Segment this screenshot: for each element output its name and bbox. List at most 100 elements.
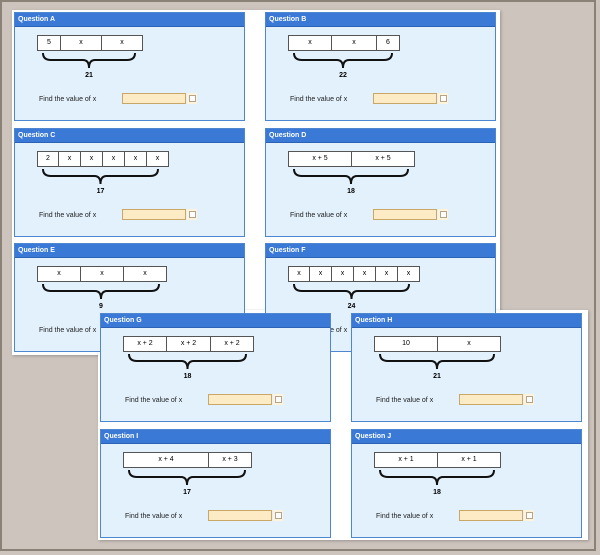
check-checkbox-icon[interactable] — [273, 510, 283, 521]
bar-cell: x — [102, 151, 125, 167]
curly-brace — [42, 52, 136, 69]
bar-cell: x — [123, 266, 167, 282]
total-label: 18 — [347, 188, 355, 195]
bar-cell: x — [375, 266, 398, 282]
bar-cell: x + 4 — [123, 452, 209, 468]
prompt-text: Find the value of x — [290, 212, 348, 219]
curly-brace — [293, 52, 393, 69]
total-label: 18 — [183, 373, 192, 380]
bar-cell: x — [58, 151, 81, 167]
bar-cell: x — [288, 35, 332, 51]
bar-cell: x — [146, 151, 169, 167]
total-label: 17 — [96, 188, 105, 195]
curly-brace — [42, 283, 160, 300]
bar-cell: x + 2 — [123, 336, 167, 352]
total-label: 24 — [347, 303, 356, 310]
total-label: 17 — [183, 489, 191, 496]
question-title: Question D — [266, 129, 495, 143]
bar-cell: 2 — [37, 151, 59, 167]
curly-brace — [42, 168, 159, 185]
prompt-text: Find the value of x — [125, 397, 183, 404]
bar-cell: x + 2 — [166, 336, 211, 352]
bar-cell: x — [80, 151, 103, 167]
check-checkbox-icon[interactable] — [187, 93, 197, 104]
bar-cell: x + 1 — [374, 452, 438, 468]
answer-input[interactable] — [459, 510, 523, 521]
bar-cell: x — [60, 35, 102, 51]
answer-input[interactable] — [122, 209, 186, 220]
question-title: Question H — [352, 314, 581, 328]
question-title: Question J — [352, 430, 581, 444]
check-checkbox-icon[interactable] — [524, 510, 534, 521]
curly-brace — [379, 469, 495, 486]
question-title: Question A — [15, 13, 244, 27]
bar-cell: x — [353, 266, 376, 282]
check-checkbox-icon[interactable] — [187, 209, 197, 220]
bar-cell: x — [437, 336, 501, 352]
question-title: Question B — [266, 13, 495, 27]
bar-cell: x — [80, 266, 124, 282]
answer-input[interactable] — [459, 394, 523, 405]
check-checkbox-icon[interactable] — [273, 394, 283, 405]
question-title: Question F — [266, 244, 495, 258]
total-label: 9 — [99, 303, 103, 310]
answer-input[interactable] — [208, 510, 272, 521]
curly-brace — [379, 353, 495, 370]
total-label: 18 — [433, 489, 441, 496]
total-label: 21 — [433, 373, 441, 380]
curly-brace — [293, 168, 409, 185]
answer-input[interactable] — [373, 93, 437, 104]
check-checkbox-icon[interactable] — [438, 93, 448, 104]
bar-cell: x + 1 — [437, 452, 501, 468]
bar-cell: x — [37, 266, 81, 282]
curly-brace — [128, 469, 246, 486]
bar-cell: x — [101, 35, 143, 51]
bar-cell: x — [124, 151, 147, 167]
bar-cell: 5 — [37, 35, 61, 51]
bar-cell: x — [331, 35, 377, 51]
bar-cell: x + 5 — [351, 151, 415, 167]
question-title: Question I — [101, 430, 330, 444]
check-checkbox-icon[interactable] — [524, 394, 534, 405]
bar-cell: x + 2 — [210, 336, 254, 352]
total-label: 22 — [339, 72, 347, 79]
answer-input[interactable] — [208, 394, 272, 405]
check-checkbox-icon[interactable] — [438, 209, 448, 220]
answer-input[interactable] — [373, 209, 437, 220]
bar-cell: x — [397, 266, 420, 282]
prompt-text: Find the value of x — [376, 513, 434, 520]
bar-cell: x + 3 — [208, 452, 252, 468]
question-title: Question E — [15, 244, 244, 258]
prompt-text: Find the value of x — [39, 327, 97, 334]
bar-cell: x — [309, 266, 332, 282]
question-title: Question G — [101, 314, 330, 328]
bar-cell: x — [288, 266, 310, 282]
curly-brace — [128, 353, 247, 370]
bar-cell: 10 — [374, 336, 438, 352]
question-title: Question C — [15, 129, 244, 143]
prompt-text: Find the value of x — [290, 96, 348, 103]
total-label: 21 — [85, 72, 93, 79]
answer-input[interactable] — [122, 93, 186, 104]
prompt-text: Find the value of x — [39, 96, 97, 103]
prompt-text: Find the value of x — [39, 212, 97, 219]
prompt-text: Find the value of x — [125, 513, 183, 520]
